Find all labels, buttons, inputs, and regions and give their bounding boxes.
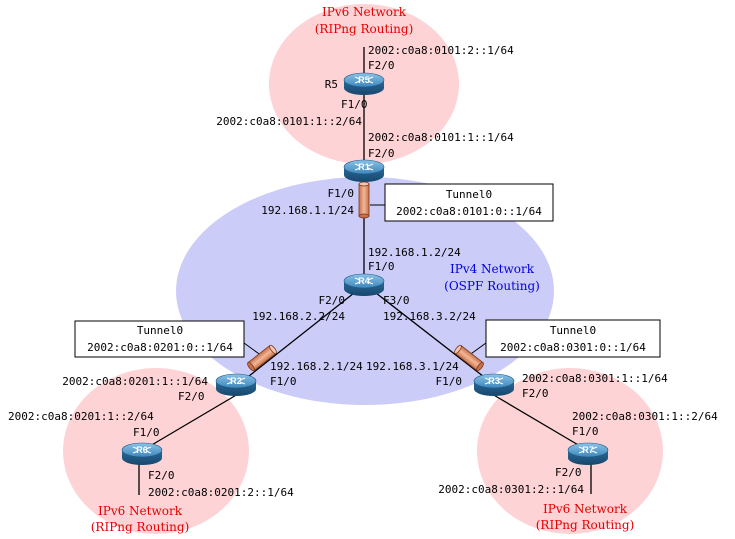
router-r1-label: R1 (358, 162, 370, 172)
r4-f10-ip: 192.168.1.2/24 (368, 246, 461, 259)
r1-f20-ip: 2002:c0a8:0101:1::1/64 (368, 131, 514, 144)
router-r3[interactable]: R3 (473, 373, 515, 397)
cloud-center-subtitle: (OSPF Routing) (444, 279, 540, 293)
r2-f10: F1/0 (270, 375, 297, 388)
r4-f30: F3/0 (383, 294, 410, 307)
cloud-center-title: IPv4 Network (450, 262, 535, 276)
r5-f20: F2/0 (368, 59, 395, 72)
r6-f10: F1/0 (133, 426, 160, 439)
r5-f10-ip: 2002:c0a8:0101:1::2/64 (216, 115, 362, 128)
tunnel-cylinder-r2 (247, 344, 277, 372)
router-r1[interactable]: R1 (343, 159, 385, 183)
tunnel-box-r3: Tunnel0 2002:c0a8:0301:0::1/64 (485, 319, 661, 358)
router-r7[interactable]: R7 (567, 442, 609, 466)
r1-f10-ip: 192.168.1.1/24 (261, 204, 354, 217)
r6-f10-ip: 2002:c0a8:0201:1::2/64 (8, 410, 154, 423)
tunnel-cylinder-r1 (358, 181, 370, 219)
tunnel-r2-address: 2002:c0a8:0201:0::1/64 (87, 341, 233, 354)
link-r3-r7 (491, 393, 581, 447)
tunnel-r3-name: Tunnel0 (550, 324, 596, 337)
r6-f20-ip: 2002:c0a8:0201:2::1/64 (148, 486, 294, 499)
r7-f20-ip: 2002:c0a8:0301:2::1/64 (438, 483, 584, 496)
router-r5[interactable]: R5 (343, 72, 385, 96)
r4-f10: F1/0 (368, 260, 395, 273)
r7-f10-ip: 2002:c0a8:0301:1::2/64 (572, 410, 718, 423)
tunnel-r1-name: Tunnel0 (446, 188, 492, 201)
cloud-right-subtitle: (RIPng Routing) (536, 518, 635, 532)
r3-f10: F1/0 (436, 375, 463, 388)
r3-f20: F2/0 (522, 387, 549, 400)
router-r2[interactable]: R2 (215, 373, 257, 397)
tunnel-box-r2: Tunnel0 2002:c0a8:0201:0::1/64 (74, 320, 245, 358)
r1-f20: F2/0 (368, 147, 395, 160)
cloud-top-title: IPv6 Network (322, 5, 407, 19)
r3-f20-ip: 2002:c0a8:0301:1::1/64 (522, 372, 668, 385)
link-r4-r2 (243, 292, 355, 381)
r4-f20-ip: 192.168.2.2/24 (252, 310, 345, 323)
link-r4-r3 (375, 292, 489, 381)
tunnel-cylinder-r3 (454, 344, 484, 372)
tunnel-r1-address: 2002:c0a8:0101:0::1/64 (396, 205, 542, 218)
r6-f20: F2/0 (148, 469, 175, 482)
tunnel-r2-name: Tunnel0 (137, 324, 183, 337)
r4-f30-ip: 192.168.3.2/24 (383, 310, 476, 323)
r5-router-name: R5 (325, 78, 338, 91)
router-r5-label: R5 (358, 75, 370, 85)
router-r6[interactable]: R6 (121, 442, 163, 466)
cloud-top-subtitle: (RIPng Routing) (315, 22, 414, 36)
cloud-right-title: IPv6 Network (543, 502, 628, 516)
router-r7-label: R7 (582, 445, 594, 455)
tunnel-box-r1: Tunnel0 2002:c0a8:0101:0::1/64 (384, 183, 554, 222)
r2-f20: F2/0 (178, 390, 205, 403)
r7-f10: F1/0 (572, 425, 599, 438)
cloud-left-title: IPv6 Network (98, 504, 183, 518)
router-r6-label: R6 (136, 445, 148, 455)
router-r2-label: R2 (230, 376, 242, 386)
r5-f10: F1/0 (341, 98, 368, 111)
cloud-left-subtitle: (RIPng Routing) (91, 520, 190, 534)
r1-f10: F1/0 (328, 187, 355, 200)
r3-f10-ip: 192.168.3.1/24 (366, 360, 459, 373)
router-r4[interactable]: R4 (343, 273, 385, 297)
r5-lan-ip: 2002:c0a8:0101:2::1/64 (368, 44, 514, 57)
router-r4-label: R4 (358, 276, 370, 286)
r2-f20-ip: 2002:c0a8:0201:1::1/64 (62, 375, 208, 388)
r4-f20: F2/0 (319, 294, 346, 307)
tunnel-r3-address: 2002:c0a8:0301:0::1/64 (500, 341, 646, 354)
router-r3-label: R3 (488, 376, 500, 386)
r2-f10-ip: 192.168.2.1/24 (270, 360, 363, 373)
link-r2-r6 (149, 393, 239, 447)
r7-f20: F2/0 (555, 466, 582, 479)
